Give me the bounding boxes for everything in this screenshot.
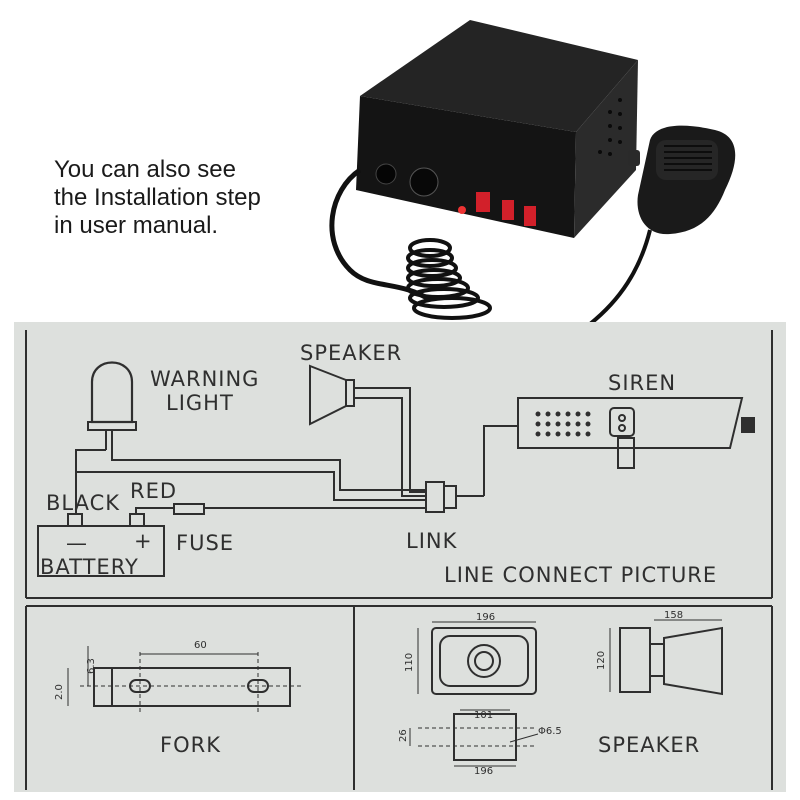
battery-negative-terminal [67, 513, 83, 527]
side-vents [598, 98, 622, 156]
dim-bracket-hole: Φ6.5 [538, 726, 562, 737]
label-warning: WARNING [150, 367, 259, 391]
installation-caption: You can also see the Installation step i… [54, 156, 314, 240]
microphone-cable [588, 229, 652, 326]
dim-bracket-side: 26 [398, 729, 409, 742]
label-minus: — [66, 531, 88, 555]
amplifier-box-top [360, 20, 638, 132]
manual-drawing: SPEAKER WARNING LIGHT SIREN BLACK RED — … [25, 330, 773, 790]
siren-amplifier-photo [329, 20, 736, 326]
speaker-side-view [619, 627, 651, 693]
amplifier-box-front [356, 96, 576, 238]
caption-line-2: the Installation step [54, 184, 261, 211]
dim-speaker-side-width: 158 [664, 610, 683, 621]
label-fork: FORK [160, 733, 221, 757]
dim-speaker-side-height: 120 [596, 651, 607, 670]
coiled-cord [406, 238, 492, 320]
label-speaker-dims: SPEAKER [598, 733, 700, 757]
dim-fork-height: 2.0 [54, 684, 65, 700]
label-speaker: SPEAKER [300, 341, 402, 365]
dim-fork-hole: 6.3 [86, 658, 97, 674]
red-switch-3 [524, 206, 536, 226]
battery-box [37, 525, 165, 577]
red-switch-2 [502, 200, 514, 220]
siren-unit [517, 397, 744, 449]
link-connector [425, 481, 445, 513]
user-manual-diagram: SPEAKER WARNING LIGHT SIREN BLACK RED — … [14, 322, 786, 792]
label-line-connect-picture: LINE CONNECT PICTURE [444, 563, 717, 587]
label-light: LIGHT [166, 391, 234, 415]
fork-bracket [93, 667, 291, 707]
siren-grille [535, 411, 591, 437]
speaker-front-view [431, 627, 537, 695]
red-led [458, 206, 466, 214]
speaker-bracket-view [453, 713, 517, 761]
speaker-horn-icon [309, 364, 347, 426]
label-plus: + [134, 529, 153, 553]
caption-line-1: You can also see [54, 156, 236, 183]
label-red: RED [130, 479, 177, 503]
selector-knob [409, 167, 439, 197]
label-battery: BATTERY [40, 555, 139, 579]
dim-speaker-front-height: 110 [404, 653, 415, 672]
red-switch-1 [476, 192, 490, 212]
label-black: BLACK [46, 491, 120, 515]
power-cable [329, 167, 432, 303]
dim-speaker-front-width: 196 [476, 612, 495, 623]
warning-light-base [87, 421, 137, 431]
dim-bracket-bottom: 196 [474, 766, 493, 777]
label-link: LINK [406, 529, 458, 553]
label-fuse: FUSE [176, 531, 234, 555]
fuse [173, 503, 205, 515]
battery-positive-terminal [129, 513, 145, 527]
dim-bracket-top: 101 [474, 710, 493, 721]
volume-knob [375, 163, 397, 185]
caption-line-3: in user manual. [54, 212, 219, 239]
handheld-microphone [628, 125, 736, 235]
label-siren: SIREN [608, 371, 676, 395]
dim-fork-length: 60 [194, 640, 207, 651]
warning-light-dome [90, 361, 134, 424]
amplifier-box-side [574, 60, 638, 238]
